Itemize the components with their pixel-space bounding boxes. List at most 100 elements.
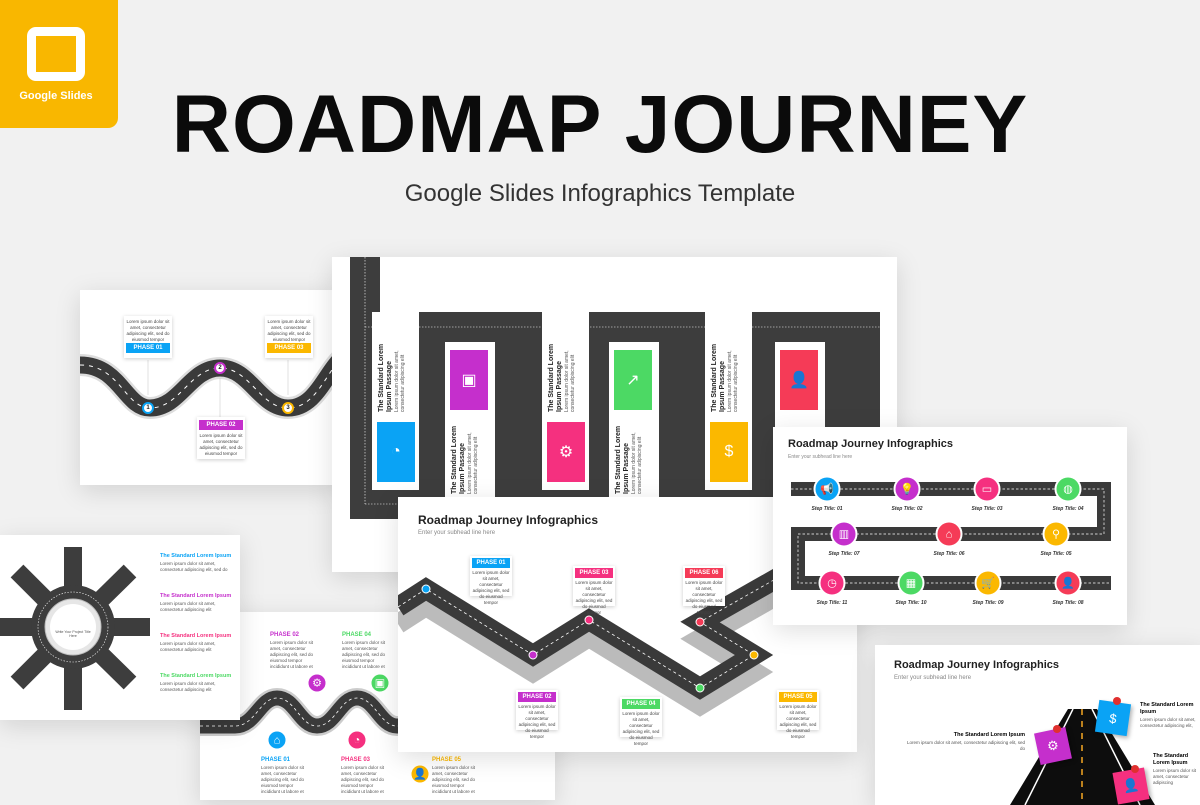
item-text: Lorem ipsum dolor sit amet, consectetur … [160,601,216,612]
slide-preview-roundabout: Write Your Project Title Here The Standa… [0,535,240,720]
phase-card: Lorem ipsum dolor sit amet, consectetur … [265,316,313,358]
phase-marker: 2 [214,362,226,374]
phase-description: Lorem ipsum dolor sit amet, consectetur … [126,319,170,342]
phase-marker [695,683,705,693]
pushpin-icon [1053,725,1061,733]
briefcase-icon: ▣ [369,672,391,694]
page-subtitle: Google Slides Infographics Template [404,180,796,207]
phase-description: Lorem ipsum dolor sit amet, consectetur … [199,433,243,456]
phase-card: PHASE 04 Lorem ipsum dolor sit amet, cons… [620,697,662,746]
page-title: ROADMAP JOURNEY [171,79,1029,170]
item-text: Lorem ipsum dolor sit amet, consectetur … [1153,768,1197,785]
phase-marker [528,650,538,660]
item-title: The Standard Lorem Ipsum [1153,753,1189,766]
phase-marker: 1 [142,402,154,414]
item-text: Lorem ipsum dolor sit amet, consectetur … [1140,717,1196,728]
user-icon: 👤 [780,350,818,410]
phase-marker: 3 [282,402,294,414]
phase-description: Lorem ipsum dolor sit amet, consectetur … [261,765,305,794]
phase-description: Lorem ipsum dolor sit amet, consectetur … [575,580,613,615]
phase-description: Lorem ipsum dolor sit amet, consectetur … [341,765,385,794]
phase-label: PHASE 04 [622,699,660,709]
phase-card: PHASE 01 Lorem ipsum dolor sit amet, cons… [470,556,512,605]
bar-chart-icon: ▥ [830,520,858,548]
google-slides-logo-icon [27,27,85,81]
phase-label: PHASE 01 [126,343,170,353]
card-text: Lorem ipsum dolor sit amet, consectetur … [467,432,479,494]
sticky-note-user-icon: 👤 [1112,767,1150,805]
user-icon: 👤 [1054,569,1082,597]
step-label: Step Title: 01 [811,506,843,512]
item-text: Lorem ipsum dolor sit amet, consectetur … [160,561,228,572]
phase-card: Lorem ipsum dolor sit amet, consectetur … [124,316,172,358]
item-title: The Standard Lorem Ipsum [160,673,232,679]
slide-subtitle: Enter your subhead line here [788,454,853,460]
clock-icon: ◷ [818,569,846,597]
phase-label: PHASE 02 [518,692,556,702]
pie-chart-icon: ◔ [377,422,415,482]
slide-preview-wavy-road: Lorem ipsum dolor sit amet, consectetur … [80,290,340,485]
phase-label: PHASE 05 [779,692,817,702]
tag-icon: ⌂ [935,520,963,548]
phase-description: Lorem ipsum dolor sit amet, consectetur … [270,640,314,669]
phase-card: PHASE 06 Lorem ipsum dolor sit amet, cons… [683,566,725,615]
phase-label: PHASE 03 [267,343,311,353]
credit-card-icon: ▭ [973,475,1001,503]
phase-description: Lorem ipsum dolor sit amet, consectetur … [342,640,386,669]
slide-title: Roadmap Journey Infographics [788,438,954,450]
phase-description: Lorem ipsum dolor sit amet, consectetur … [472,570,510,605]
phase-label: PHASE 01 [472,558,510,568]
slide-subtitle: Enter your subhead line here [418,530,496,536]
money-bag-icon: $ [710,422,748,482]
step-label: Step Title: 02 [891,506,923,512]
item-text: Lorem ipsum dolor sit amet, consectetur … [160,681,216,692]
phase-description: Lorem ipsum dolor sit amet, consectetur … [622,711,660,746]
phase-description: Lorem ipsum dolor sit amet, consectetur … [518,704,556,739]
slide-subtitle: Enter your subhead line here [894,675,972,681]
pushpin-icon [1113,697,1121,705]
cart-icon: 🛒 [974,569,1002,597]
calendar-icon: ▦ [897,569,925,597]
item-title: The Standard Lorem Ipsum [1140,702,1194,715]
phase-description: Lorem ipsum dolor sit amet, consectetur … [685,580,723,615]
step-label: Step Title: 10 [895,600,927,606]
item-text: Lorem ipsum dolor sit amet, consectetur … [906,740,1025,751]
globe-icon: ◍ [1054,475,1082,503]
phase-card: PHASE 02 Lorem ipsum dolor sit amet, cons… [516,690,558,739]
item-title: The Standard Lorem Ipsum [160,553,232,559]
card-text: Lorem ipsum dolor sit amet, consectetur … [631,432,643,494]
slide-title: Roadmap Journey Infographics [418,513,599,527]
card-text: Lorem ipsum dolor sit amet, consectetur … [727,350,739,412]
badge-label: Google Slides [19,90,93,102]
step-label: Step Title: 03 [971,506,1003,512]
lightbulb-icon: 💡 [893,475,921,503]
phase-label: PHASE 06 [685,568,723,578]
gear-icon: ⚙ [547,422,585,482]
step-label: Step Title: 11 [816,600,848,606]
item-title: The Standard Lorem Ipsum [953,732,1025,738]
step-label: Step Title: 08 [1052,600,1084,606]
phase-marker [421,584,431,594]
phase-description: Lorem ipsum dolor sit amet, consectetur … [432,765,476,794]
step-label: Step Title: 09 [972,600,1004,606]
sticky-note-money-bag-icon: $ [1094,699,1132,737]
step-label: Step Title: 04 [1052,506,1084,512]
line-chart-icon: ↗ [614,350,652,410]
phase-label: PHASE 05 [432,757,462,763]
item-title: The Standard Lorem Ipsum [160,633,232,639]
pushpin-icon [1131,765,1139,773]
phase-marker [695,617,705,627]
user-icon: 👤 [409,763,431,785]
slide-preview-straight-road: Roadmap Journey Infographics Enter your … [875,645,1200,805]
card-text: Lorem ipsum dolor sit amet, consectetur … [564,350,576,412]
